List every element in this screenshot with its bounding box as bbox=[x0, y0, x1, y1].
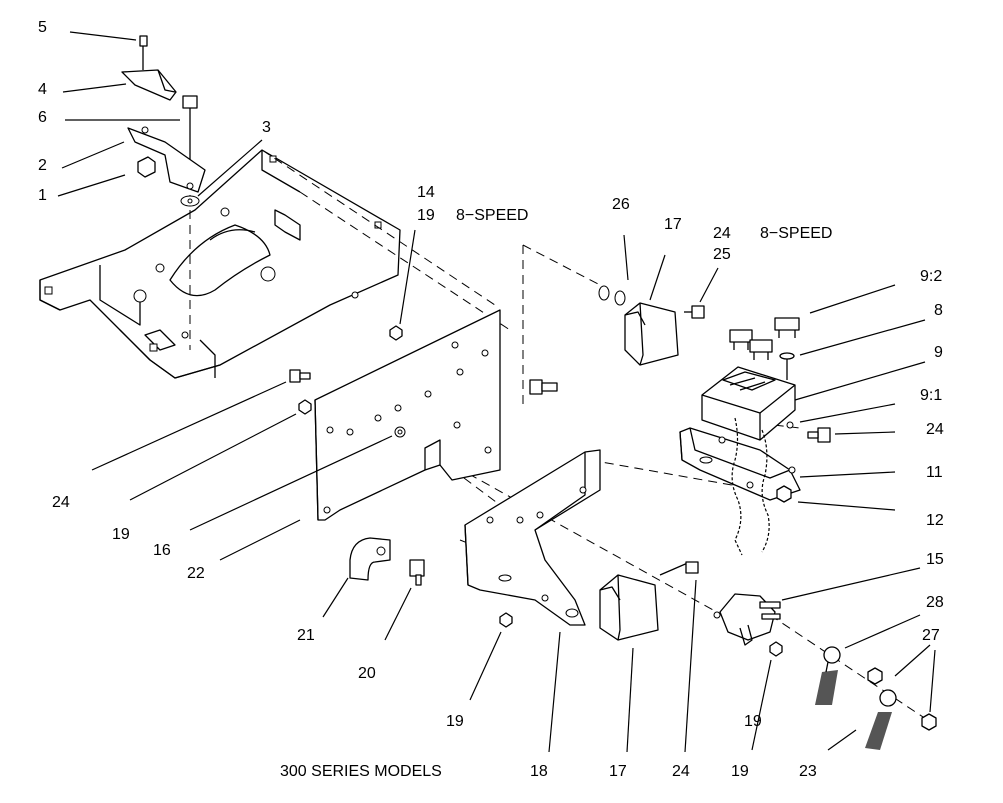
callout-1: 1 bbox=[38, 187, 47, 204]
callout-15: 15 bbox=[926, 551, 944, 568]
fuse-bracket bbox=[679, 417, 831, 556]
callout-16: 16 bbox=[153, 542, 171, 559]
label-8-speed-right: 8−SPEED bbox=[760, 225, 832, 242]
frame-plate bbox=[39, 149, 401, 379]
label-8-speed-left: 8−SPEED bbox=[456, 207, 528, 224]
callout-8: 8 bbox=[934, 302, 943, 319]
callout-5: 5 bbox=[38, 19, 47, 36]
callout-6: 6 bbox=[38, 109, 47, 126]
callout-17-bottom: 17 bbox=[609, 763, 627, 780]
callout-4: 4 bbox=[38, 81, 47, 98]
leader-lines bbox=[57, 31, 936, 753]
callout-25: 25 bbox=[713, 246, 731, 263]
callout-19-right: 19 bbox=[744, 713, 762, 730]
cable-clamp bbox=[349, 537, 425, 586]
solenoid-lower bbox=[599, 561, 699, 641]
fuse-block bbox=[701, 317, 800, 441]
callout-3: 3 bbox=[262, 119, 271, 136]
callout-2: 2 bbox=[38, 157, 47, 174]
callout-18: 18 bbox=[530, 763, 548, 780]
callout-11: 11 bbox=[926, 464, 943, 481]
series-label: 300 SERIES MODELS bbox=[280, 763, 442, 780]
callout-9-1: 9:1 bbox=[920, 387, 942, 404]
bolt-and-nut bbox=[289, 325, 558, 415]
callout-27: 27 bbox=[922, 627, 940, 644]
callout-24-top: 24 bbox=[713, 225, 731, 242]
callout-9-2: 9:2 bbox=[920, 268, 942, 285]
callout-19-top: 19 bbox=[417, 207, 435, 224]
callout-12: 12 bbox=[926, 512, 944, 529]
callout-24-left: 24 bbox=[52, 494, 70, 511]
angle-bracket bbox=[464, 449, 601, 628]
callout-19-bottom: 19 bbox=[731, 763, 749, 780]
callout-20: 20 bbox=[358, 665, 376, 682]
callout-14: 14 bbox=[417, 184, 435, 201]
solenoid-upper bbox=[598, 285, 705, 366]
starter-solenoid bbox=[713, 593, 783, 657]
switch-assembly bbox=[121, 35, 206, 207]
callout-28: 28 bbox=[926, 594, 944, 611]
callout-17-top: 17 bbox=[664, 216, 682, 233]
callout-labels: 5 4 6 2 1 3 14 19 8−SPEED 24 19 16 22 21… bbox=[38, 19, 944, 780]
mount-plate bbox=[314, 309, 501, 521]
callout-19-bottom-left: 19 bbox=[446, 713, 464, 730]
cable-terminals bbox=[815, 646, 937, 750]
callout-21: 21 bbox=[297, 627, 315, 644]
callout-26: 26 bbox=[612, 196, 630, 213]
callout-9: 9 bbox=[934, 344, 943, 361]
callout-23: 23 bbox=[799, 763, 817, 780]
callout-19-left: 19 bbox=[112, 526, 130, 543]
callout-24-bottom: 24 bbox=[672, 763, 690, 780]
callout-22: 22 bbox=[187, 565, 205, 582]
callout-24-right: 24 bbox=[926, 421, 944, 438]
